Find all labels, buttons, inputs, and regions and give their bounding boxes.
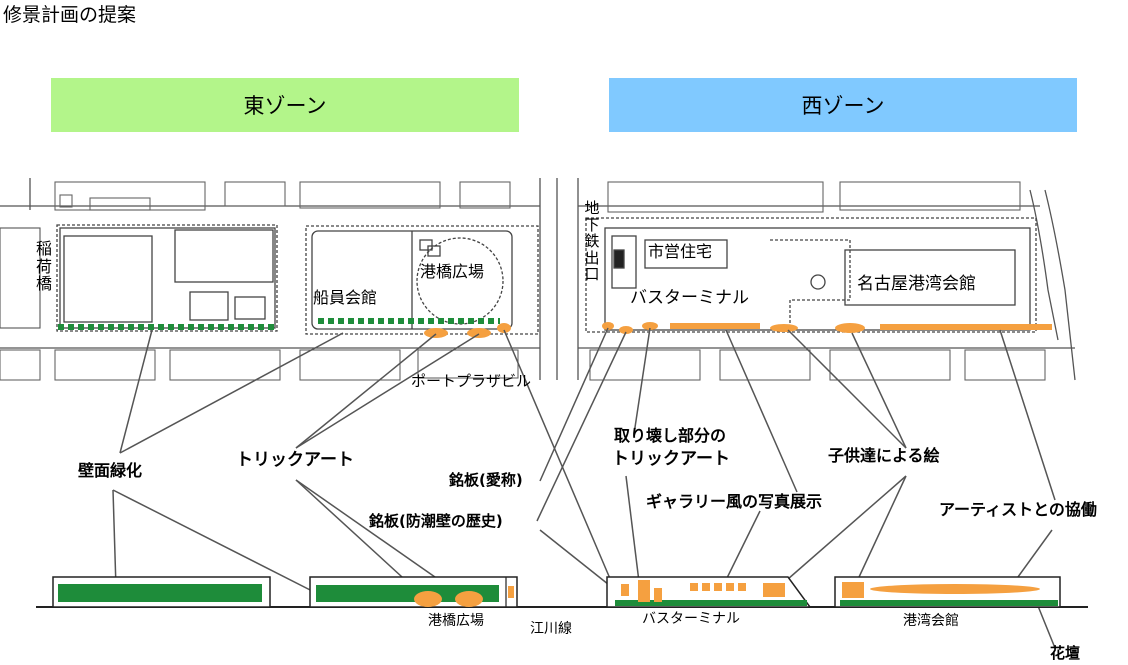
port-plaza-label: ポートプラザビル — [411, 372, 532, 390]
artist-collab-callout: アーティストとの協働 — [939, 500, 1097, 519]
flower-bed-label: 花壇 — [1050, 644, 1081, 662]
page-title: 修景計画の提案 — [3, 4, 137, 26]
west-zone-label: 西ゾーン — [801, 94, 885, 118]
seninkaikan-label: 船員会館 — [313, 288, 378, 307]
hedge-rows — [58, 318, 500, 330]
nameplate-seawall-callout: 銘板(防潮壁の歴史) — [369, 512, 503, 530]
subway-exit-label: 地下鉄出口 — [584, 199, 600, 283]
demolition-trick-art-callout-line1: 取り壊し部分の — [614, 426, 727, 445]
east-zone-label: 東ゾーン — [243, 94, 327, 118]
trick-art-callout: トリックアート — [236, 450, 354, 470]
gallery-photo-callout: ギャラリー風の写真展示 — [646, 492, 823, 511]
west-zone-bar — [609, 78, 1077, 132]
nameplate-nickname-callout: 銘板(愛称) — [449, 471, 523, 489]
inaribashi-label: 稲荷橋 — [36, 239, 53, 294]
map-buildings-top — [54, 181, 1021, 213]
east-zone-bar — [51, 78, 519, 132]
shiei-jutaku-label: 市営住宅 — [648, 242, 713, 261]
demolition-trick-art-callout-line2: トリックアート — [612, 449, 730, 469]
wall-greening-callout: 壁面緑化 — [78, 461, 143, 480]
egawa-line-label: 江川線 — [530, 621, 572, 637]
block-east-1 — [56, 224, 278, 332]
minatobashi-elev-label: 港橋広場 — [428, 613, 484, 629]
bus-terminal-map-label: バスターミナル — [630, 288, 749, 308]
kowan-kaikan-elev-label: 港湾会館 — [903, 613, 959, 629]
bus-terminal-elev-label: バスターミナル — [642, 611, 740, 627]
block-left-edge — [0, 227, 41, 329]
block-west — [585, 217, 1037, 333]
children-paintings-callout: 子供達による絵 — [828, 446, 940, 465]
nagoya-kowan-kaikan-label: 名古屋港湾会館 — [857, 274, 976, 294]
minatobashi-hiroba-map-label: 港橋広場 — [420, 262, 485, 281]
elevation-view — [36, 576, 1088, 608]
map-orange-marks — [424, 322, 1052, 338]
